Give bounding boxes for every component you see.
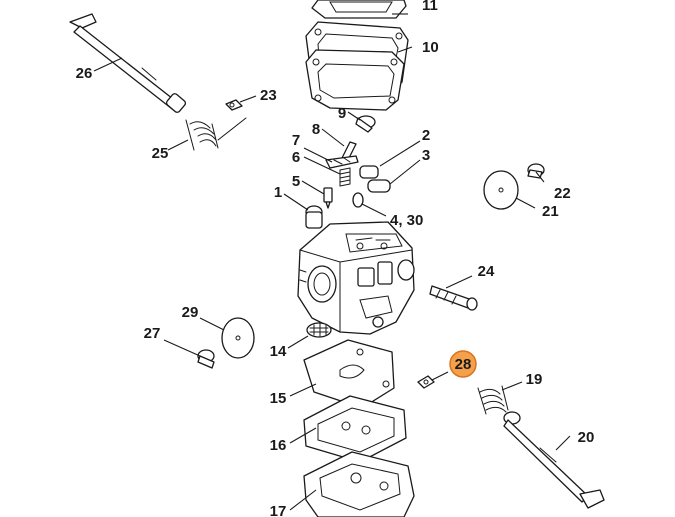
callout-17: 17: [270, 503, 287, 517]
part-17-pump-body: [303, 451, 415, 517]
leader-lines: [93, 13, 571, 511]
part-1-plug: [305, 205, 323, 229]
callout-14: 14: [270, 343, 287, 360]
callout-6: 6: [292, 149, 300, 166]
part-9-screw: [355, 115, 376, 133]
callout-10: 10: [422, 39, 439, 56]
callout-15: 15: [270, 390, 287, 407]
carburetor-body: [297, 221, 415, 335]
callout-23: 23: [260, 87, 277, 104]
part-19-spring: [477, 385, 509, 415]
callout-4-30: 4, 30: [390, 212, 423, 229]
part-28-clip: [417, 375, 435, 389]
part-10-gasket-lower: [305, 49, 405, 111]
callout-27: 27: [144, 325, 161, 342]
part-21-disc: [483, 170, 519, 210]
highlight-marker: [449, 350, 477, 378]
callout-11: 11: [422, 0, 438, 14]
part-24-screw: [429, 285, 478, 311]
callout-8: 8: [312, 121, 320, 138]
callout-20: 20: [578, 429, 595, 446]
callout-28: 28: [455, 356, 472, 373]
part-6-spring: [339, 167, 351, 187]
callout-26: 26: [76, 65, 93, 82]
part-2-plug: [359, 165, 379, 179]
callout-25: 25: [152, 145, 169, 162]
part-20-shaft: [503, 411, 605, 509]
part-5-needle: [323, 187, 333, 209]
part-3-plug: [367, 179, 391, 193]
callout-labels: 11 10 9 8 7 6 2 3 5 1 4, 30 24 22 21 23 …: [76, 0, 595, 517]
part-29-disc: [221, 317, 255, 359]
callout-21: 21: [542, 203, 559, 220]
part-7-lever: [325, 155, 359, 169]
part-25-spring: [185, 117, 247, 151]
callout-19: 19: [526, 371, 543, 388]
callout-16: 16: [270, 437, 287, 454]
part-16-gasket: [303, 395, 407, 463]
part-11-diaphragm: [311, 0, 407, 19]
part-22-screw: [527, 163, 545, 179]
callout-7: 7: [292, 132, 300, 149]
callout-2: 2: [422, 127, 430, 144]
part-26-shaft: [69, 13, 187, 113]
part-15-diaphragm: [303, 339, 395, 409]
callout-5: 5: [292, 173, 300, 190]
callout-3: 3: [422, 147, 430, 164]
callout-24: 24: [478, 263, 495, 280]
part-14-screen: [306, 322, 332, 338]
part-4-screen: [352, 192, 364, 208]
part-27-screw: [197, 349, 215, 369]
part-23-clip: [225, 99, 243, 111]
callout-28-highlight: 28: [449, 350, 477, 378]
callout-22: 22: [554, 185, 571, 202]
callout-1: 1: [274, 184, 282, 201]
callout-29: 29: [182, 304, 199, 321]
callout-9: 9: [338, 105, 346, 122]
